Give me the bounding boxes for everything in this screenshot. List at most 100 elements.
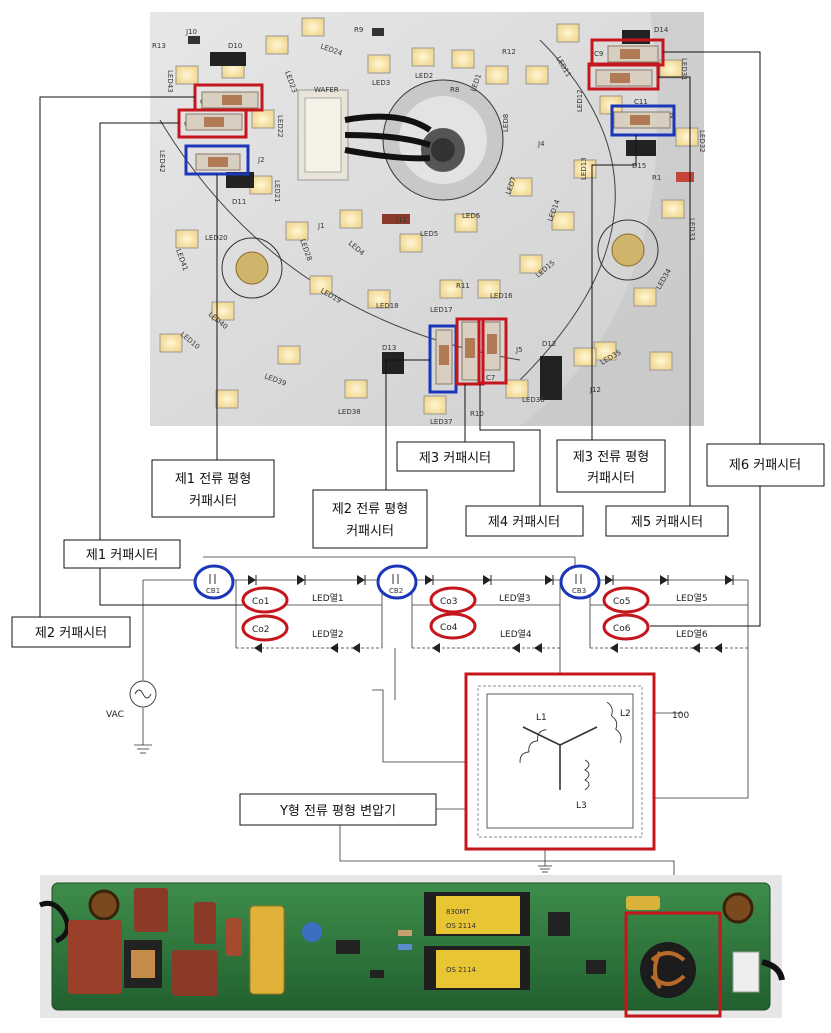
driver-text-os2114-a: OS 2114 xyxy=(446,922,477,930)
callout-cap-6: 제6 커패시터 xyxy=(706,443,825,487)
silk-LED12: LED12 xyxy=(576,89,584,112)
co-capacitors: Co1 Co2 Co3 Co4 Co5 Co6 xyxy=(241,586,650,642)
callout-transformer-text: Y형 전류 평형 변압기 xyxy=(279,804,396,819)
silk-WAFER: WAFER xyxy=(314,86,339,94)
silk-J10: J10 xyxy=(185,28,197,36)
vac-source: VAC xyxy=(106,680,157,720)
callout-cap-4: 제4 커패시터 xyxy=(465,505,584,537)
silk-J1: J1 xyxy=(317,222,325,230)
co3-label: Co3 xyxy=(440,597,458,607)
callout-cap-3-text: 제3 커패시터 xyxy=(419,451,491,466)
callout-balance-cap-2: 제2 전류 평형 커패시터 xyxy=(312,489,428,549)
silk-J12: J12 xyxy=(589,386,601,394)
cb2-circle xyxy=(376,564,418,600)
silk-D14: D14 xyxy=(654,26,669,34)
silk-J11: J11 xyxy=(395,216,407,224)
led-row-2: LED열2 xyxy=(312,629,344,640)
co6-label: Co6 xyxy=(613,624,631,634)
callout-cap-5-text: 제5 커패시터 xyxy=(631,515,703,530)
cb3-label: CB3 xyxy=(572,587,586,595)
co5-label: Co5 xyxy=(613,597,631,607)
silk-R8: R8 xyxy=(450,86,459,94)
box-c7 xyxy=(477,317,508,385)
silk-C9: C9 xyxy=(594,50,603,58)
leader-lines xyxy=(39,51,761,631)
silk-D12: D12 xyxy=(542,340,556,348)
led-row-labels: LED열1 LED열2 LED열3 LED열4 LED열5 LED열6 xyxy=(312,593,708,640)
co1-ellipse xyxy=(241,586,289,614)
callout-cap-1-text: 제1 커패시터 xyxy=(86,548,158,563)
callout-cap-1: 제1 커패시터 xyxy=(63,539,181,569)
silk-LED6: LED6 xyxy=(462,212,481,220)
pcb-capacitors xyxy=(185,45,671,385)
callout-balance-cap-1-line2: 커패시터 xyxy=(189,494,237,509)
silk-C7: C7 xyxy=(486,374,495,382)
callout-transformer: Y형 전류 평형 변압기 xyxy=(239,793,437,826)
led-chips xyxy=(159,17,699,415)
led-row-3: LED열3 xyxy=(499,593,531,604)
silk-D15: D15 xyxy=(632,162,646,170)
cb-capacitors: CB1 CB2 CB3 xyxy=(193,564,601,600)
callout-balance-cap-1: 제1 전류 평형 커패시터 xyxy=(151,459,275,518)
winding-L3: L3 xyxy=(576,801,587,811)
dark-components xyxy=(188,28,694,400)
silk-LED2: LED2 xyxy=(415,72,433,80)
led-row-6: LED열6 xyxy=(676,629,708,640)
driver-text-830mt: 830MT xyxy=(446,908,470,916)
callout-balance-cap-2-line1: 제2 전류 평형 xyxy=(332,502,408,517)
schematic: VAC LED열1 LED열2 LED열3 LED열4 xyxy=(106,556,749,916)
co4-label: Co4 xyxy=(440,623,458,633)
silk-C11: C11 xyxy=(634,98,648,106)
transformer-ref: 100 xyxy=(672,711,689,721)
silk-LED16: LED16 xyxy=(490,292,513,300)
silk-LED3: LED3 xyxy=(372,79,390,87)
callout-balance-cap-3-line2: 커패시터 xyxy=(587,471,635,486)
silk-R11: R11 xyxy=(456,282,470,290)
silk-LED37: LED37 xyxy=(430,418,453,426)
silk-D13: D13 xyxy=(382,344,396,352)
box-c8 xyxy=(455,317,485,386)
co2-ellipse xyxy=(241,614,289,642)
box-c12 xyxy=(610,104,676,137)
silk-LED17: LED17 xyxy=(430,306,453,314)
silk-R12: R12 xyxy=(502,48,516,56)
co6-ellipse xyxy=(602,613,650,641)
co1-label: Co1 xyxy=(252,597,270,607)
co2-label: Co2 xyxy=(252,625,270,635)
driver-board-photo: 830MT OS 2114 OS 2114 xyxy=(39,875,785,1018)
winding-L2: L2 xyxy=(620,709,631,719)
callout-balance-cap-2-line2: 커패시터 xyxy=(346,524,394,539)
callout-balance-cap-3: 제3 전류 평형 커패시터 xyxy=(556,439,666,493)
silk-LED21: LED21 xyxy=(273,180,281,203)
callout-balance-cap-1-line1: 제1 전류 평형 xyxy=(175,472,251,487)
winding-L1: L1 xyxy=(536,713,547,723)
silk-LED22: LED22 xyxy=(276,115,284,138)
co4-ellipse xyxy=(429,612,477,640)
silk-J4: J4 xyxy=(537,140,545,148)
silk-LED5: LED5 xyxy=(420,230,438,238)
cb3-circle xyxy=(559,564,601,600)
silk-R13: R13 xyxy=(152,42,166,50)
callout-cap-4-text: 제4 커패시터 xyxy=(488,515,560,530)
callout-cap-5: 제5 커패시터 xyxy=(605,505,729,537)
silk-LED42: LED42 xyxy=(158,150,166,173)
callout-cap-2: 제2 커패시터 xyxy=(11,616,131,648)
silk-D10: D10 xyxy=(228,42,242,50)
pcb-highlight-boxes xyxy=(177,38,676,394)
silk-D11: D11 xyxy=(232,198,246,206)
co3-ellipse xyxy=(429,586,477,614)
callout-balance-cap-3-line1: 제3 전류 평형 xyxy=(573,450,649,465)
silk-LED33: LED33 xyxy=(688,218,696,241)
callout-cap-2-text: 제2 커패시터 xyxy=(35,626,107,641)
y-transformer: L1 L2 L3 100 xyxy=(464,672,689,851)
led-row-4: LED열4 xyxy=(500,629,532,640)
co5-ellipse xyxy=(602,586,650,614)
cb2-label: CB2 xyxy=(389,587,403,595)
driver-text-os2114-b: OS 2114 xyxy=(446,966,477,974)
silk-LED20: LED20 xyxy=(205,234,228,242)
silk-J5: J5 xyxy=(515,346,523,354)
cb1-circle xyxy=(193,564,235,600)
silk-LED31: LED31 xyxy=(680,58,688,81)
